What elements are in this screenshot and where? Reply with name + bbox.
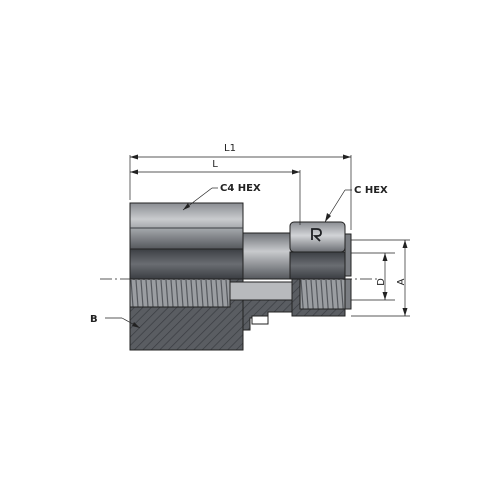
d-label: D (376, 278, 387, 286)
l-label: L (212, 159, 218, 170)
brand-mark-icon (311, 228, 322, 242)
c-hex-nut (289, 221, 346, 253)
l1-label: L1 (224, 143, 236, 154)
c4-hex-band (129, 248, 244, 280)
female-threads-right (299, 278, 346, 310)
c-hex-label: C HEX (354, 185, 388, 196)
bore (229, 281, 293, 301)
b-label: B (90, 314, 98, 325)
female-threads-left (129, 278, 231, 308)
neck (242, 232, 294, 280)
c4-hex-label: C4 HEX (220, 183, 261, 194)
a-label: A (396, 278, 407, 285)
c4-hex-body (129, 202, 244, 250)
